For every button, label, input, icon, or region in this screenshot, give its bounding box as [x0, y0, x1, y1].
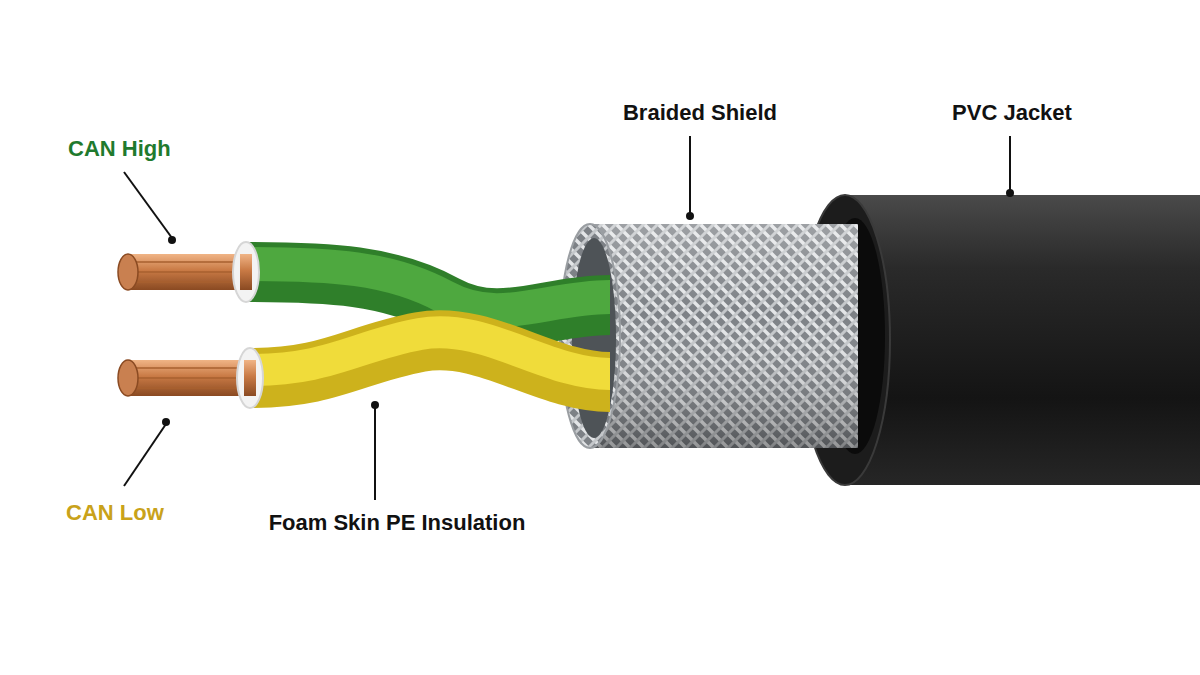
part-label: Foam Skin PE Insulation: [269, 510, 526, 536]
leader-line: [124, 424, 166, 486]
twisted-pair: [245, 264, 610, 382]
leader-lines: [124, 136, 1010, 500]
part-label: Braided Shield: [623, 100, 777, 126]
shield-body: [590, 224, 858, 448]
leader-dot: [371, 401, 379, 409]
pvc-jacket: [800, 195, 1200, 485]
copper-end: [118, 254, 138, 290]
jacket-body: [845, 195, 1200, 485]
signal-label: CAN Low: [66, 500, 164, 526]
copper-strands: [128, 254, 246, 290]
conductor-high: [118, 242, 259, 302]
part-label: PVC Jacket: [952, 100, 1072, 126]
braided-shield: [560, 224, 858, 448]
green-wire-highlight: [245, 264, 610, 310]
leader-line: [1009, 136, 1011, 192]
shield-shade: [590, 224, 858, 448]
leader-line: [374, 406, 376, 500]
strand-lines: [130, 368, 246, 388]
conductor-low: [118, 348, 263, 408]
leader-dot: [686, 212, 694, 220]
strand-lines: [130, 262, 244, 282]
signal-label: CAN High: [68, 136, 171, 162]
copper-exit: [244, 360, 256, 396]
copper-end: [118, 360, 138, 396]
copper-exit: [240, 254, 252, 290]
yellow-wire-highlight: [250, 332, 610, 374]
leader-line: [689, 136, 691, 214]
leader-dot: [162, 418, 170, 426]
leader-dots: [162, 189, 1014, 426]
copper-strands: [128, 360, 248, 396]
leader-dot: [168, 236, 176, 244]
insulation-end: [237, 348, 263, 408]
leader-dot: [1006, 189, 1014, 197]
leader-line: [124, 172, 172, 238]
insulation-end: [233, 242, 259, 302]
